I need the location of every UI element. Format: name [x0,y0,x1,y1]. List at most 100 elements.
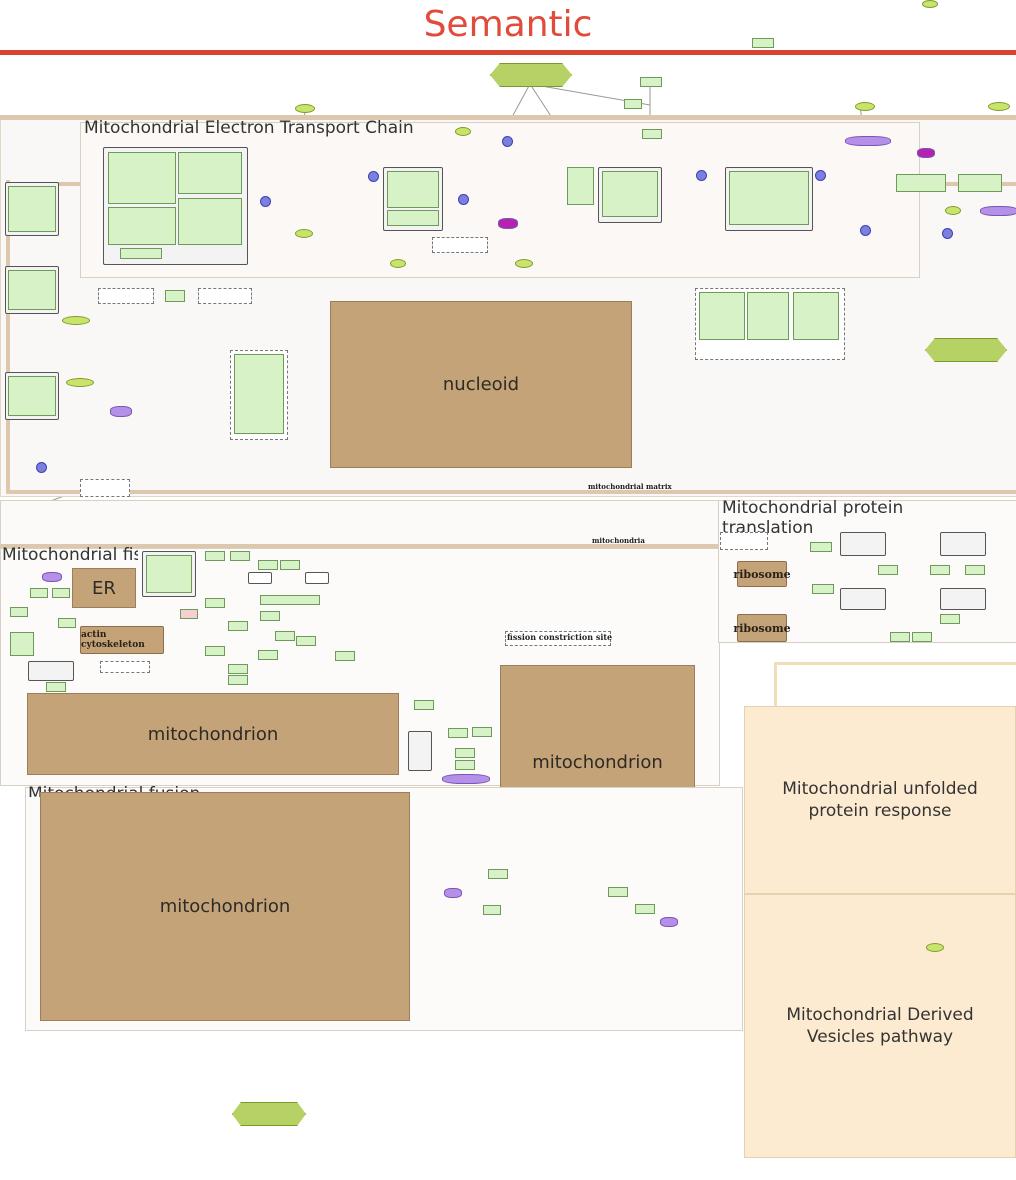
fission-gene-5[interactable] [248,572,272,584]
translation-complex-3[interactable] [840,588,886,610]
fission-gene-20[interactable] [30,588,48,598]
node-top-4[interactable] [752,38,774,48]
fission-gene-9[interactable] [228,621,248,631]
metabolite-6[interactable] [515,259,533,268]
centre-complex[interactable] [408,731,432,771]
cofactor-5[interactable] [696,170,707,181]
metabolite-11[interactable] [922,0,938,8]
complex-i-subunits-b[interactable] [178,152,242,194]
atp-synthase-1[interactable] [896,174,946,192]
cofactor-4[interactable] [458,194,469,205]
fission-gene-4[interactable] [280,560,300,570]
cofactor-6[interactable] [815,170,826,181]
complex-iii-subunits[interactable] [602,171,658,217]
fission-gene-24[interactable] [46,682,66,692]
metabolite-10[interactable] [945,206,961,215]
cofactor-1[interactable] [502,136,513,147]
fission-gene-2[interactable] [230,551,250,561]
centre-gene-2[interactable] [448,728,468,738]
complex-ii-subunits-b[interactable] [387,210,439,226]
cofactor-9[interactable] [36,462,47,473]
fission-gene-8[interactable] [205,598,225,608]
left-complex-2-genes[interactable] [8,270,56,310]
translation-complex-2[interactable] [940,532,986,556]
cofactor-3[interactable] [368,171,379,182]
complex-iv-subunits[interactable] [729,171,809,225]
mdv-panel[interactable]: Mitochondrial Derived Vesicles pathway [744,894,1016,1158]
pathway-node-bottom[interactable] [232,1102,306,1126]
upr-panel[interactable]: Mitochondrial unfolded protein response [744,706,1016,894]
fission-gene-18[interactable] [180,609,198,619]
ion-2[interactable] [980,206,1016,216]
metabolite-7[interactable] [295,229,313,238]
cofactor-2[interactable] [260,196,271,207]
fission-gene-3[interactable] [258,560,278,570]
fission-gene-25[interactable] [58,618,76,628]
translation-complex-4[interactable] [940,588,986,610]
ion-1[interactable] [845,136,891,146]
node-top-3[interactable] [642,129,662,139]
fission-gene-11[interactable] [275,631,295,641]
fission-gene-21[interactable] [52,588,70,598]
complex-i-subunits-d[interactable] [178,198,242,245]
centre-gene-1[interactable] [414,700,434,710]
complex-i-subunits-c[interactable] [108,207,176,245]
translation-gene-7[interactable] [912,632,932,642]
fission-gene-7[interactable] [260,595,320,605]
translation-gene-8[interactable] [940,614,960,624]
matrix-group-2-genes[interactable] [234,354,284,434]
pathway-node-top[interactable] [490,63,572,87]
ion-5[interactable] [917,148,935,158]
metabolite-9[interactable] [66,378,94,387]
translation-gene-6[interactable] [890,632,910,642]
fission-gene-10[interactable] [260,611,280,621]
centre-gene-3[interactable] [472,727,492,737]
complex-v-part[interactable] [567,167,594,205]
fission-gene-15[interactable] [335,651,355,661]
centre-ion[interactable] [442,774,490,784]
complex-i-subunits-a[interactable] [108,152,176,204]
translation-gene-5[interactable] [965,565,985,575]
fission-gene-23[interactable] [28,661,74,681]
ion-4[interactable] [498,218,518,229]
metabolite-8[interactable] [62,316,90,325]
fusion-ion-2[interactable] [660,917,678,927]
fusion-gene-1[interactable] [488,869,508,879]
fission-gene-14[interactable] [258,650,278,660]
fission-gene-16[interactable] [228,664,248,674]
matrix-group-genes-3[interactable] [793,292,839,340]
metabolite-3[interactable] [855,102,875,111]
cofactor-8[interactable] [942,228,953,239]
fusion-gene-3[interactable] [608,887,628,897]
fission-gene-19[interactable] [10,607,28,617]
metabolite-4[interactable] [988,102,1010,111]
fission-gene-22[interactable] [10,632,34,656]
left-complex-1-genes[interactable] [8,186,56,232]
node-top-2[interactable] [624,99,642,109]
fission-ion[interactable] [42,572,62,582]
complex-i-subunits-e[interactable] [120,248,162,259]
fission-gene-6[interactable] [305,572,329,584]
metabolite-2[interactable] [455,127,471,136]
fission-gene-1[interactable] [205,551,225,561]
fission-complex-genes[interactable] [146,555,192,593]
metabolite-1[interactable] [295,104,315,113]
matrix-group-genes-2[interactable] [747,292,789,340]
atp-synthase-2[interactable] [958,174,1002,192]
centre-gene-5[interactable] [455,760,475,770]
pathway-node-right[interactable] [925,338,1007,362]
complex-ii-subunits[interactable] [387,171,439,208]
matrix-group-genes-1[interactable] [699,292,745,340]
ion-3[interactable] [110,406,132,417]
fission-gene-13[interactable] [205,646,225,656]
centre-gene-4[interactable] [455,748,475,758]
fission-gene-12[interactable] [296,636,316,646]
translation-gene-3[interactable] [878,565,898,575]
translation-gene-2[interactable] [812,584,834,594]
fusion-gene-2[interactable] [483,905,501,915]
cofactor-7[interactable] [860,225,871,236]
fusion-gene-4[interactable] [635,904,655,914]
left-complex-3-genes[interactable] [8,376,56,416]
etc-gene-small[interactable] [165,290,185,302]
mdv-metabolite[interactable] [926,943,944,952]
